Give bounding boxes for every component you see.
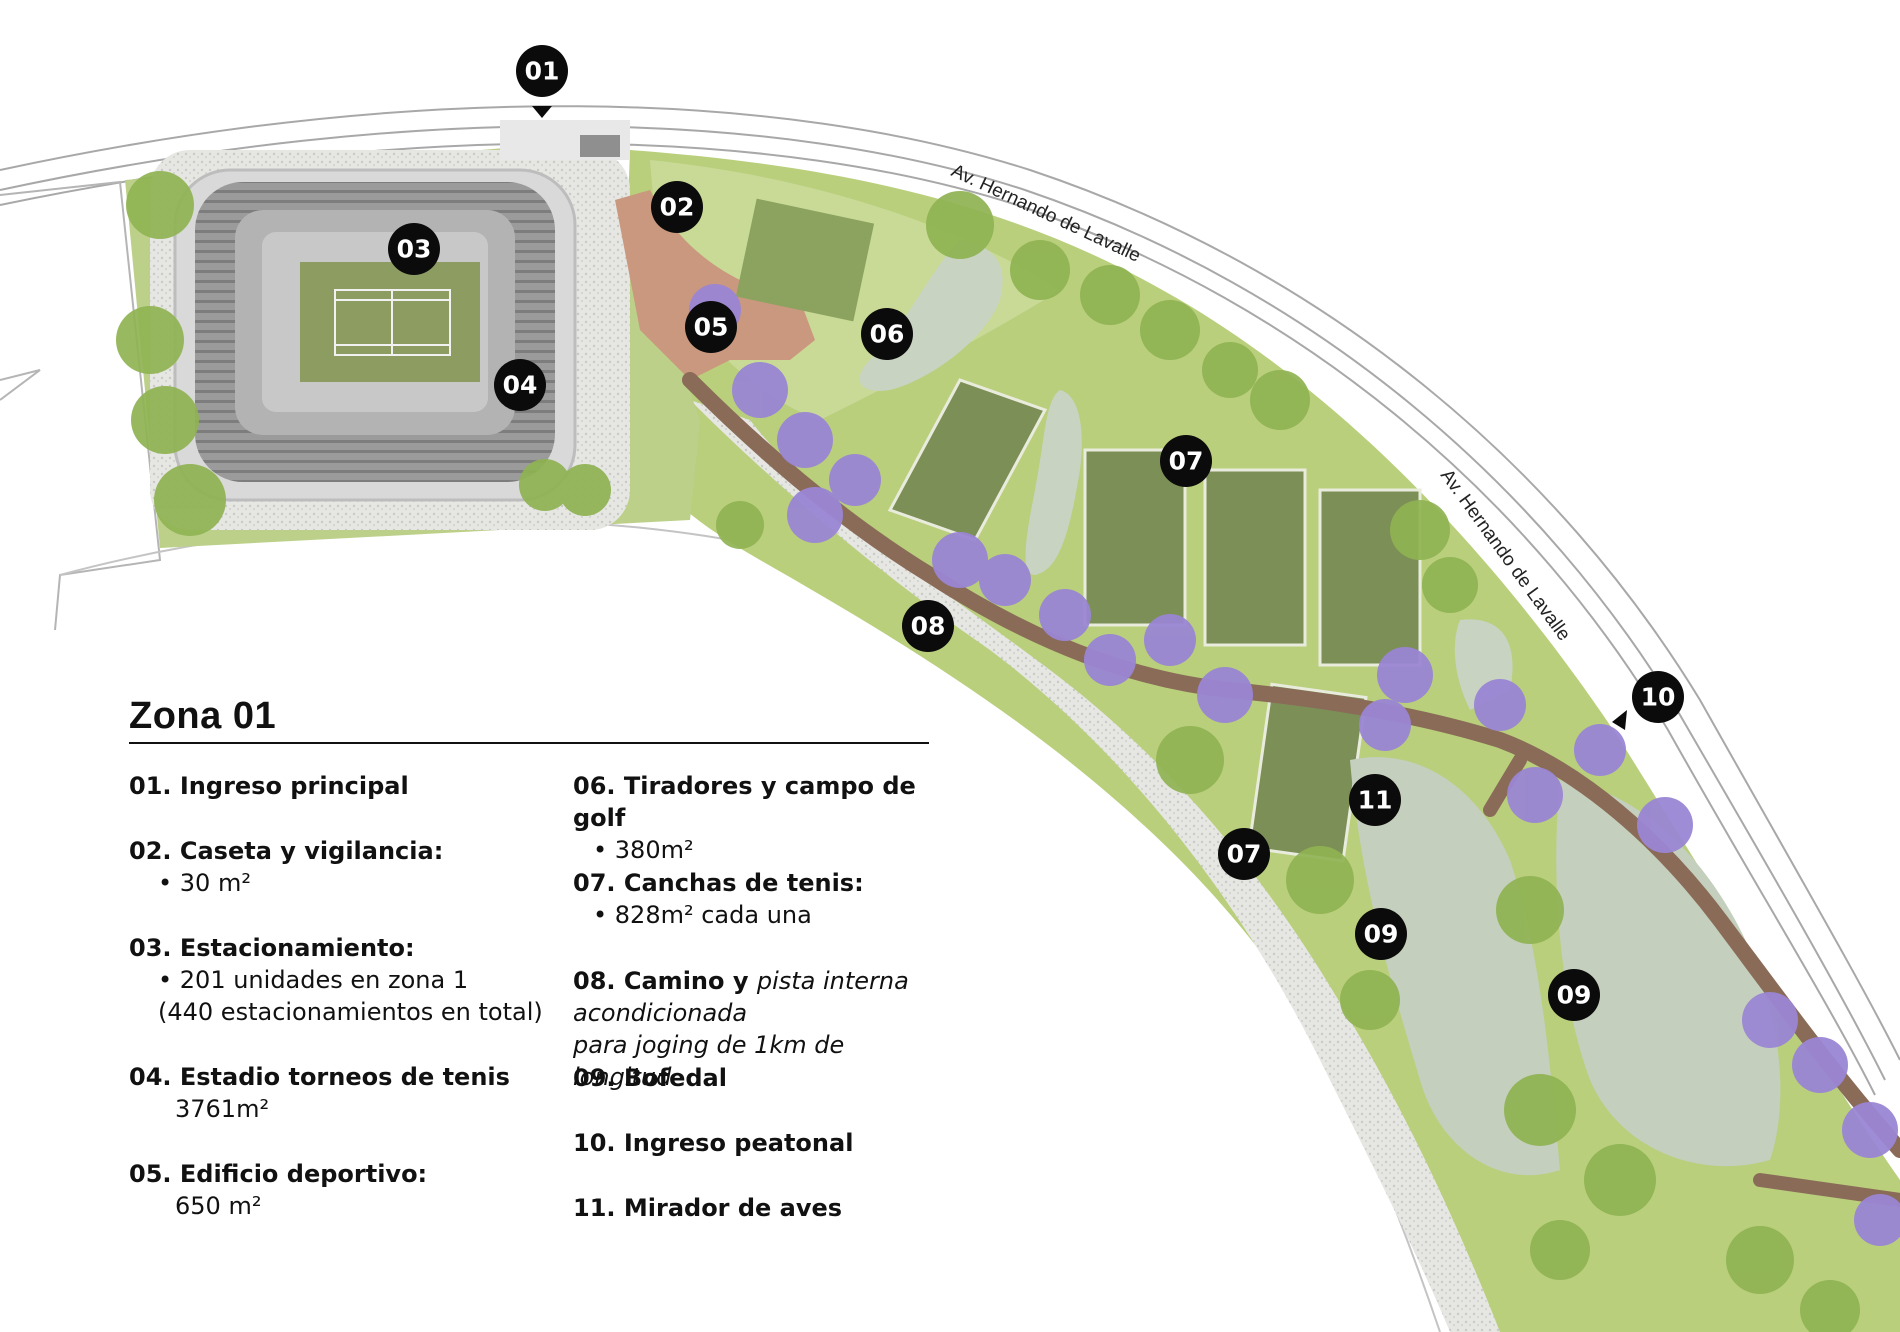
marker-07-north[interactable]: 07 xyxy=(1160,435,1212,487)
bofedal-pond-west xyxy=(1350,757,1560,1176)
marker-07-south[interactable]: 07 xyxy=(1218,828,1270,880)
legend-item-11: 11. Mirador de aves xyxy=(573,1194,843,1222)
title-divider xyxy=(129,742,929,744)
central-pond xyxy=(1025,390,1082,575)
legend-item-08: 08. Camino y pista interna acondicionada… xyxy=(573,967,909,1091)
green-trees xyxy=(116,171,1860,1332)
entrance-arrow-icon xyxy=(532,106,552,118)
avenue-road xyxy=(0,105,1900,1096)
walking-path xyxy=(682,372,1900,1158)
svg-text:04: 04 xyxy=(503,371,538,400)
svg-text:05: 05 xyxy=(694,313,729,342)
zone-title: Zona 01 xyxy=(129,695,277,737)
svg-text:08: 08 xyxy=(911,612,946,641)
marker-11[interactable]: 11 xyxy=(1349,774,1401,826)
legend-item-03: 03. Estacionamiento: • 201 unidades en z… xyxy=(129,934,543,1026)
marker-10[interactable]: 10 xyxy=(1632,671,1684,723)
svg-text:02: 02 xyxy=(660,193,695,222)
svg-text:09: 09 xyxy=(1557,981,1592,1010)
marker-05[interactable]: 05 xyxy=(685,301,737,353)
legend-item-02: 02. Caseta y vigilancia: • 30 m² xyxy=(129,837,444,897)
marker-02[interactable]: 02 xyxy=(651,181,703,233)
stadium-court-lines xyxy=(334,289,451,356)
svg-text:07: 07 xyxy=(1227,840,1262,869)
legend-item-07: 07. Canchas de tenis: • 828m² cada una xyxy=(573,869,864,929)
marker-09-east[interactable]: 09 xyxy=(1548,969,1600,1021)
svg-text:01: 01 xyxy=(525,57,560,86)
tennis-courts xyxy=(887,378,1422,863)
legend-item-09: 09. Bofedal xyxy=(573,1064,727,1092)
svg-text:09: 09 xyxy=(1364,920,1399,949)
golf-field xyxy=(735,198,875,322)
west-road xyxy=(0,180,162,631)
svg-text:11: 11 xyxy=(1358,786,1393,815)
pedestrian-entrance-arrow-icon xyxy=(1612,710,1627,730)
legend-item-05: 05. Edificio deportivo: 650 m² xyxy=(129,1160,428,1220)
legend-item-01: 01. Ingreso principal xyxy=(129,772,409,800)
jacaranda-trees xyxy=(689,284,1900,1246)
legend-item-10: 10. Ingreso peatonal xyxy=(573,1129,854,1157)
marker-06[interactable]: 06 xyxy=(861,308,913,360)
svg-text:10: 10 xyxy=(1641,683,1676,712)
legend-item-04: 04. Estadio torneos de tenis 3761m² xyxy=(129,1063,510,1123)
svg-text:06: 06 xyxy=(870,320,905,349)
stadium-complex xyxy=(125,120,700,548)
marker-03[interactable]: 03 xyxy=(388,223,440,275)
bofedal-pond-east xyxy=(1556,780,1781,1167)
marker-09-west[interactable]: 09 xyxy=(1355,908,1407,960)
gravel-edge xyxy=(690,400,1500,1332)
marker-04[interactable]: 04 xyxy=(494,359,546,411)
marker-01[interactable]: 01 xyxy=(516,45,568,97)
svg-text:07: 07 xyxy=(1169,447,1204,476)
marker-08[interactable]: 08 xyxy=(902,600,954,652)
legend-item-06: 06. Tiradores y campo de golf • 380m² xyxy=(573,772,916,864)
svg-text:03: 03 xyxy=(397,235,432,264)
